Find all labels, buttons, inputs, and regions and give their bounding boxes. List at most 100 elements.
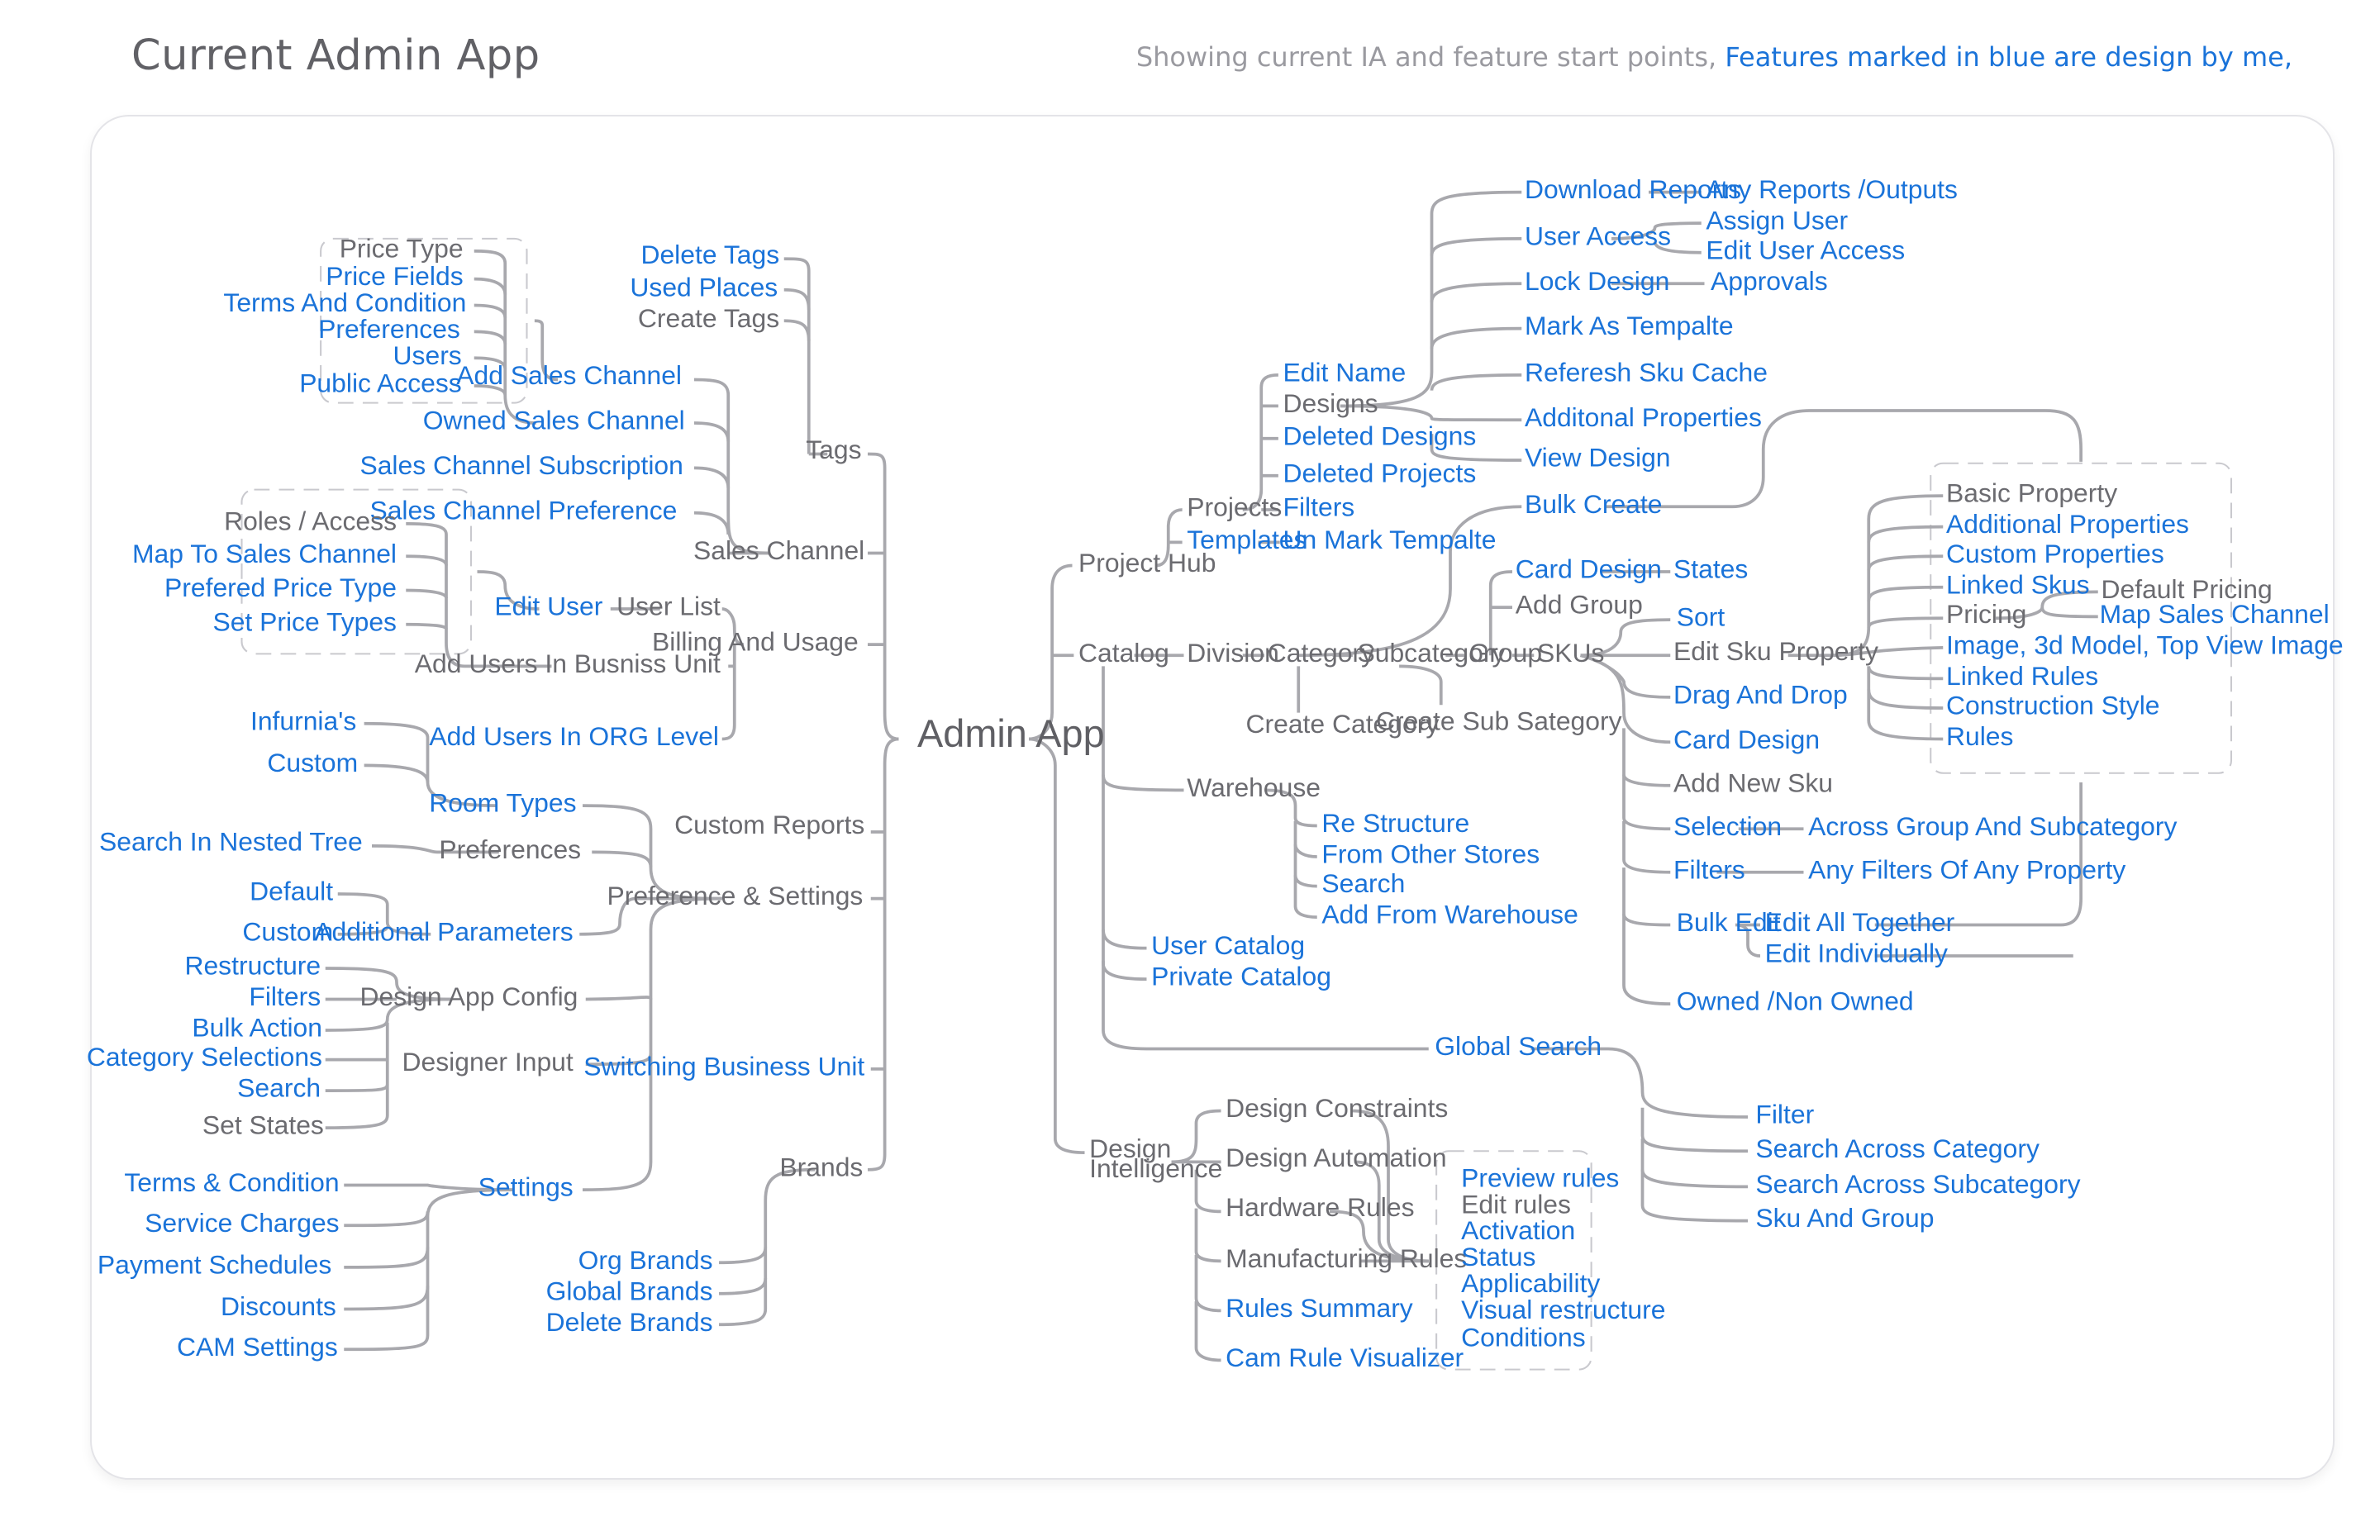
node-restructure: Restructure (184, 951, 321, 981)
node-payment-schedules: Payment Schedules (98, 1249, 331, 1279)
node-bulk-action: Bulk Action (192, 1013, 322, 1043)
node-sku-and-group: Sku And Group (1755, 1203, 1934, 1233)
node-download-reports: Download Reports (1525, 174, 1741, 204)
node-billing-and-usage: Billing And Usage (652, 627, 859, 657)
node-activation: Activation (1461, 1215, 1575, 1245)
group-box-sku-properties (1930, 462, 2233, 774)
node-custom-properties: Custom Properties (1946, 539, 2164, 568)
node-add-new-sku: Add New Sku (1673, 768, 1833, 797)
node-set-price-types: Set Price Types (212, 606, 397, 636)
node-sales-channel-preference: Sales Channel Preference (369, 495, 677, 525)
node-visual-restructure: Visual restructure (1461, 1295, 1665, 1324)
group-box-sales-channel-fields (320, 237, 528, 404)
page-subtitle: Showing current IA and feature start poi… (1136, 41, 2292, 73)
node-unmark-template: Un Mark Tempalte (1283, 525, 1497, 554)
node-terms-and-condition: Terms And Condition (223, 288, 466, 317)
node-private-catalog: Private Catalog (1151, 962, 1331, 991)
group-box-user-fields (240, 488, 473, 655)
node-preference-and-settings: Preference & Settings (607, 881, 863, 910)
node-map-to-sales-channel: Map To Sales Channel (132, 539, 397, 568)
node-add-group: Add Group (1516, 590, 1643, 620)
node-assign-user: Assign User (1706, 206, 1848, 235)
node-pricing: Pricing (1946, 599, 2026, 629)
node-across-group-and-subcategory: Across Group And Subcategory (1808, 811, 2177, 841)
node-user-access: User Access (1525, 221, 1671, 250)
diagram-card (90, 115, 2335, 1480)
node-create-tags: Create Tags (638, 303, 779, 333)
node-users-sales-channel: Users (393, 340, 462, 370)
node-service-charges: Service Charges (145, 1208, 340, 1238)
node-sales-channel: Sales Channel (693, 535, 864, 565)
node-designs: Designs (1283, 388, 1378, 418)
node-deleted-projects: Deleted Projects (1283, 458, 1477, 487)
node-division: Division (1187, 638, 1279, 668)
node-add-users-business-unit: Add Users In Busniss Unit (415, 649, 721, 678)
node-refresh-sku-cache: Referesh Sku Cache (1525, 357, 1768, 387)
node-roles-access: Roles / Access (224, 506, 397, 535)
node-room-types: Room Types (429, 788, 576, 818)
node-bulk-edit: Bulk Edit (1677, 907, 1781, 937)
node-deleted-designs: Deleted Designs (1283, 421, 1477, 450)
node-custom-reports: Custom Reports (674, 810, 864, 839)
node-search-design-config: Search (237, 1073, 321, 1103)
node-card-design-sku: Card Design (1673, 725, 1820, 754)
node-linked-rules: Linked Rules (1946, 661, 2098, 691)
node-re-structure: Re Structure (1321, 808, 1469, 838)
node-mark-as-template: Mark As Tempalte (1525, 311, 1734, 340)
node-projects: Projects (1187, 492, 1282, 522)
node-price-fields: Price Fields (326, 261, 463, 291)
node-terms-condition: Terms & Condition (124, 1167, 339, 1197)
node-sort: Sort (1677, 602, 1726, 632)
node-subcategory: Subcategory (1358, 638, 1506, 668)
node-preferences-sales-channel: Preferences (318, 314, 460, 344)
node-search-in-nested-tree: Search In Nested Tree (99, 827, 363, 857)
node-global-search: Global Search (1435, 1031, 1602, 1061)
node-rules-summary: Rules Summary (1226, 1293, 1413, 1323)
node-rules: Rules (1946, 721, 2013, 751)
node-hardware-rules: Hardware Rules (1226, 1192, 1414, 1222)
node-lock-design: Lock Design (1525, 266, 1669, 296)
node-add-users-org-level: Add Users In ORG Level (429, 721, 719, 751)
node-search-across-category: Search Across Category (1755, 1134, 2040, 1163)
node-filters-projects: Filters (1283, 492, 1355, 522)
node-preferences-settings: Preferences (439, 834, 581, 864)
node-designer-input: Designer Input (402, 1047, 574, 1077)
node-skus: SKUs (1537, 638, 1604, 668)
subtitle-blue: Features marked in blue are design by me… (1725, 41, 2292, 73)
node-delete-brands: Delete Brands (546, 1307, 713, 1337)
node-selection: Selection (1673, 811, 1782, 841)
node-edit-rules: Edit rules (1461, 1189, 1571, 1219)
node-discounts: Discounts (221, 1291, 336, 1321)
node-basic-property: Basic Property (1946, 478, 2117, 508)
node-category: Category (1268, 638, 1374, 668)
node-design-intelligence-line1: Design (1089, 1134, 1171, 1163)
node-tags: Tags (806, 435, 861, 464)
node-linked-skus: Linked Skus (1946, 569, 2090, 599)
node-status: Status (1461, 1242, 1535, 1271)
node-custom-room-types: Custom (267, 748, 358, 777)
node-states: States (1673, 554, 1748, 584)
page-title: Current Admin App (131, 31, 540, 80)
node-filters-design-config: Filters (249, 982, 321, 1011)
node-design-intelligence-line2: Intelligence (1089, 1153, 1222, 1183)
node-delete-tags: Delete Tags (640, 240, 779, 269)
node-approvals: Approvals (1711, 266, 1828, 296)
node-cam-settings: CAM Settings (177, 1332, 338, 1362)
node-infurnias: Infurnia's (250, 706, 356, 735)
node-brands: Brands (779, 1152, 863, 1181)
node-design-automation: Design Automation (1226, 1143, 1446, 1172)
node-edit-all-together: Edit All Together (1765, 907, 1955, 937)
node-edit-individually: Edit Individually (1765, 939, 1948, 968)
node-default-pricing: Default Pricing (2102, 574, 2273, 604)
node-org-brands: Org Brands (578, 1245, 713, 1275)
subtitle-gray: Showing current IA and feature start poi… (1135, 41, 1717, 73)
node-additional-parameters: Additional Parameters (314, 916, 573, 946)
node-catalog: Catalog (1078, 638, 1169, 668)
node-user-catalog: User Catalog (1151, 930, 1305, 960)
node-project-hub: Project Hub (1078, 548, 1216, 578)
node-global-brands: Global Brands (546, 1276, 713, 1305)
node-set-states: Set States (202, 1110, 324, 1140)
node-public-access: Public Access (299, 368, 462, 398)
node-map-sales-channel: Map Sales Channel (2100, 599, 2330, 629)
